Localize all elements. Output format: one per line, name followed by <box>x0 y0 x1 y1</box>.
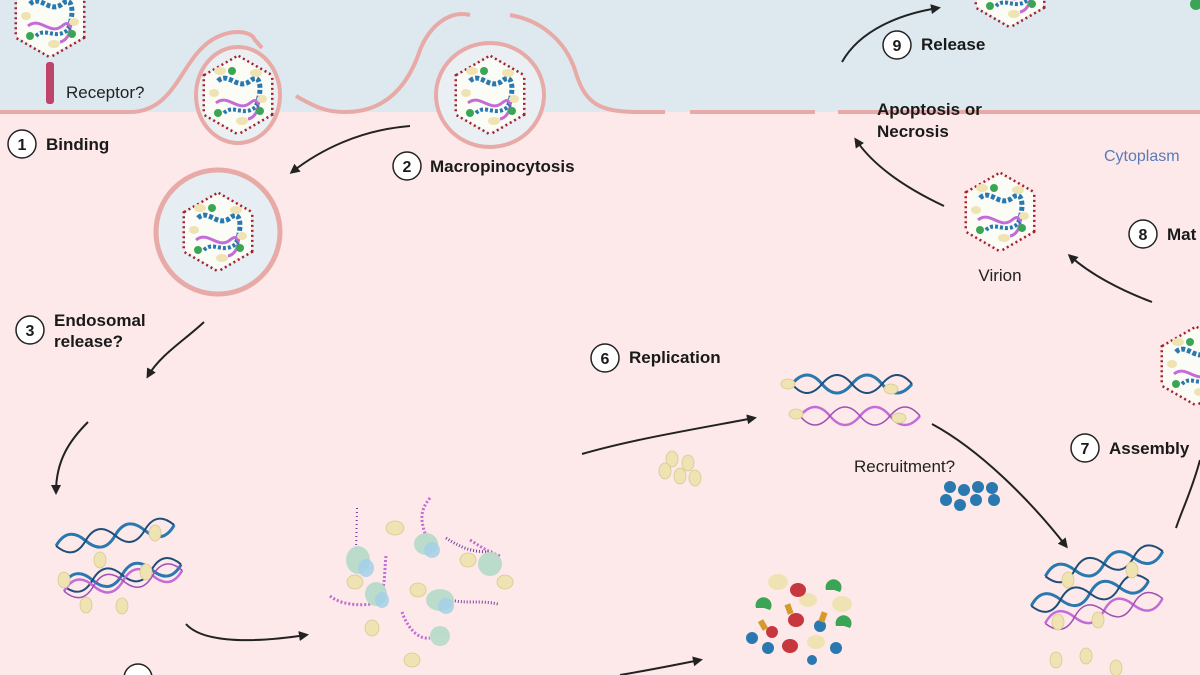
step-3-number: 3 <box>26 323 35 340</box>
immature-virion <box>1160 325 1200 407</box>
step-7-label: Assembly <box>1109 439 1190 458</box>
replicating-dna <box>780 373 922 427</box>
step-3-endosomal-release: 3 Endosomal release? <box>15 311 146 351</box>
step-2-macropinocytosis: 2 Macropinocytosis <box>392 151 575 181</box>
step-9-number: 9 <box>893 38 902 55</box>
step-2-label: Macropinocytosis <box>430 157 575 176</box>
apoptosis-label-line2: Necrosis <box>877 122 949 141</box>
protein-cluster-blue <box>940 481 1000 511</box>
step-6-number: 6 <box>601 351 610 368</box>
virion-label: Virion <box>978 266 1021 285</box>
receptor-icon <box>46 62 54 104</box>
cytoplasm-label: Cytoplasm <box>1104 148 1180 165</box>
step-3-label-line2: release? <box>54 332 123 351</box>
protein-cluster-yellow <box>658 450 702 487</box>
step-1-label: Binding <box>46 135 109 154</box>
step-8-label: Mat <box>1167 225 1197 244</box>
step-7-number: 7 <box>1081 441 1090 458</box>
step-9-release: 9 Release <box>882 30 985 60</box>
step-8-maturation: 8 Mat <box>1128 219 1197 249</box>
plasma-membrane <box>0 12 1200 115</box>
flow-arrows <box>51 4 1200 675</box>
step-6-label: Replication <box>629 348 721 367</box>
assembly-proteins <box>1049 561 1139 675</box>
mature-virion <box>964 171 1036 253</box>
released-virion <box>974 0 1200 29</box>
extracellular-space <box>0 0 1200 112</box>
step-8-number: 8 <box>1139 227 1148 244</box>
receptor-label: Receptor? <box>66 83 144 102</box>
step-3-label-line1: Endosomal <box>54 311 146 330</box>
genome-proteins <box>57 524 162 615</box>
translation-cluster <box>329 497 514 668</box>
apoptosis-label-line1: Apoptosis or <box>877 100 982 119</box>
binding-virion <box>14 0 86 104</box>
step-7-assembly: 7 Assembly <box>1070 433 1190 463</box>
step-9-label: Release <box>921 35 985 54</box>
translated-proteins <box>746 574 852 665</box>
step-1-binding: 1 Binding <box>7 129 109 159</box>
step-1-number: 1 <box>18 137 27 154</box>
step-6-replication: 6 Replication <box>590 343 721 373</box>
step-4-partial <box>123 663 153 675</box>
released-genome <box>52 514 186 602</box>
macropinosome-virion <box>434 41 546 149</box>
invaginating-virion <box>194 45 282 145</box>
step-2-number: 2 <box>403 159 412 176</box>
recruitment-label: Recruitment? <box>854 457 955 476</box>
endosome-virion <box>153 167 283 297</box>
